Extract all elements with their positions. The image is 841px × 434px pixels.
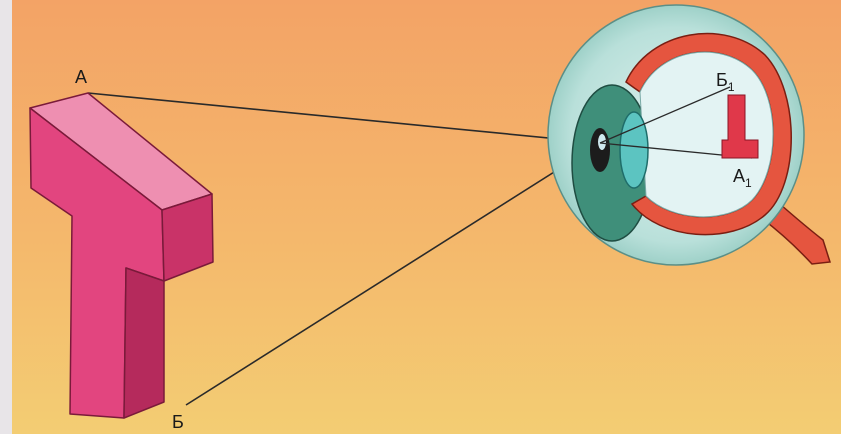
pupil [590, 128, 610, 172]
vitreous-body [640, 52, 773, 217]
label-image-b1-main: Б [716, 70, 728, 90]
label-image-a1-subscript: 1 [745, 176, 752, 190]
lens [620, 112, 648, 188]
label-point-b: Б [172, 412, 184, 432]
object-stem-side-face [124, 268, 164, 418]
label-image-a1-main: А [733, 166, 745, 186]
label-image-b1-subscript: 1 [728, 80, 735, 94]
label-point-a: А [75, 67, 87, 87]
